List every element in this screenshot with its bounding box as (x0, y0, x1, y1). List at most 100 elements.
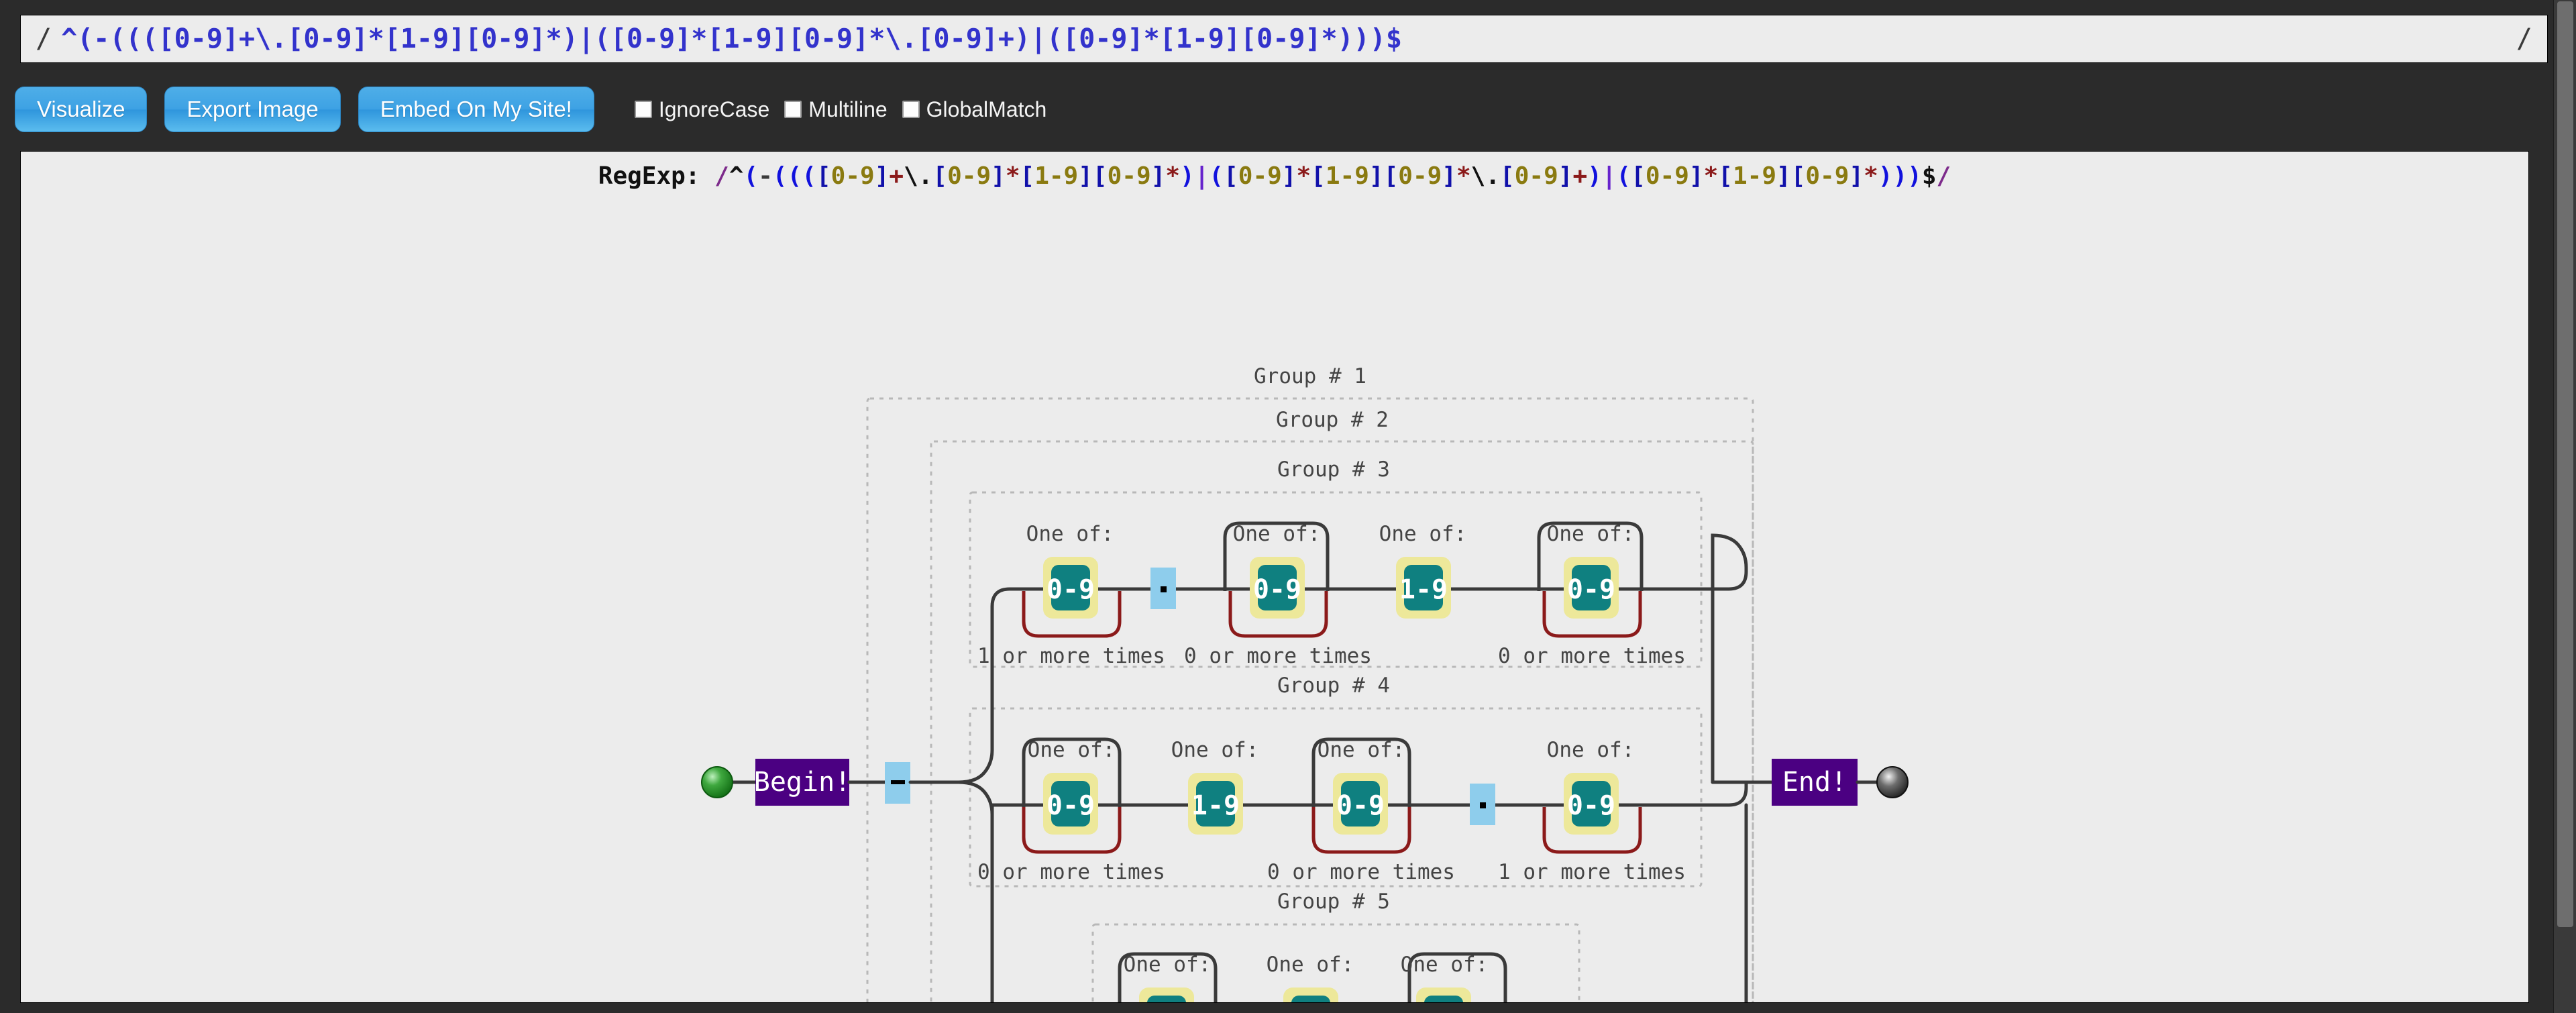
g3-n5-class-inner[interactable] (1572, 565, 1611, 610)
g4-n5-one-of: One of: (1547, 738, 1635, 762)
regexp-token-44: ( (1616, 162, 1631, 190)
g3-n3-loop-arc (1228, 591, 1328, 638)
g4-n3-class-value: 0-9 (1336, 790, 1385, 821)
regexp-token-52: [ (1790, 162, 1806, 190)
regexp-token-51: ] (1776, 162, 1791, 190)
ignorecase-checkbox-wrap[interactable]: IgnoreCase (634, 97, 769, 122)
branch-merge-group3 (1695, 533, 1748, 784)
g4-n3-quantifier: 0 or more times (1267, 860, 1455, 884)
g3-n1-class-value: 0-9 (1046, 574, 1095, 605)
multiline-checkbox-wrap[interactable]: Multiline (784, 97, 888, 122)
g4-n5-quantifier: 1 or more times (1498, 860, 1686, 884)
g3-n1-one-of: One of: (1026, 522, 1114, 546)
regexp-token-41: + (1572, 162, 1588, 190)
regexp-token-46: 0-9 (1645, 162, 1689, 190)
g3-n4-one-of: One of: (1379, 522, 1467, 546)
g4-n2-class-value: 1-9 (1191, 790, 1240, 821)
globalmatch-label: GlobalMatch (926, 97, 1047, 121)
g4-n5-loop-arc (1542, 807, 1642, 854)
globalmatch-checkbox-wrap[interactable]: GlobalMatch (902, 97, 1047, 122)
g3-n1-class-inner[interactable] (1051, 565, 1090, 610)
g4-n3-skip-arc (1311, 737, 1411, 807)
dash-literal-mark (891, 780, 905, 784)
regexp-token-33: [ (1383, 162, 1399, 190)
g4-n3-class-inner[interactable] (1341, 781, 1380, 827)
g4-n1-class-inner[interactable] (1051, 781, 1090, 827)
regex-input[interactable] (52, 19, 2516, 59)
group-2-label: Group # 2 (1276, 408, 1389, 432)
regexp-token-12: [ (932, 162, 948, 190)
g4-n1-class-value: 0-9 (1046, 790, 1095, 821)
group-5-row: One of: 0-9 0 or more times One of: 1-9 … (1118, 952, 1507, 1003)
g5-n2-one-of: One of: (1267, 953, 1354, 977)
g3-n3-one-of: One of: (1233, 522, 1321, 546)
g4-dot-literal-mark (1480, 802, 1486, 808)
regexp-token-13: 0-9 (947, 162, 991, 190)
g3-n5-one-of: One of: (1547, 522, 1635, 546)
end-node (1772, 759, 1858, 806)
group-1-label: Group # 1 (1254, 364, 1366, 388)
g3-n3-class-inner[interactable] (1258, 565, 1297, 610)
vertical-scrollbar[interactable] (2553, 0, 2576, 1013)
multiline-label: Multiline (808, 97, 888, 121)
g3-n5-skip-arc (1537, 521, 1644, 591)
g4-n5-class-inner[interactable] (1572, 781, 1611, 827)
g3-n5-quantifier: 0 or more times (1498, 644, 1686, 668)
g4-n3-loop-arc (1311, 807, 1411, 854)
regexp-token-0: / (714, 162, 729, 190)
regexp-token-20: 0-9 (1107, 162, 1151, 190)
begin-node-label: Begin! (754, 767, 851, 798)
regexp-token-26: [ (1224, 162, 1238, 190)
g4-n1-skip-arc (1022, 737, 1122, 807)
regexp-token-11: \. (904, 162, 933, 190)
regexp-token-47: ] (1688, 162, 1704, 190)
g3-n5-loop-arc (1542, 591, 1642, 638)
regexp-token-43: | (1601, 162, 1617, 190)
g3-n3-class-value: 0-9 (1253, 574, 1301, 605)
regexp-token-30: [ (1311, 162, 1326, 190)
g3-dot-literal-mark (1161, 586, 1167, 592)
g5-n1-class-inner[interactable] (1147, 996, 1186, 1003)
regexp-token-14: ] (991, 162, 1006, 190)
g5-n2-class-inner[interactable] (1291, 996, 1330, 1003)
visualize-button[interactable]: Visualize (15, 87, 148, 132)
begin-node (755, 759, 849, 806)
g5-n3-one-of: One of: (1401, 953, 1489, 977)
vertical-scrollbar-thumb[interactable] (2557, 1, 2573, 927)
panel-scroll-area: RegExp: /^(-((([0-9]+\.[0-9]*[1-9][0-9]*… (21, 152, 2528, 1002)
trailing-delimiter-slash: / (2516, 23, 2532, 54)
g5-n3-class-inner[interactable] (1424, 996, 1463, 1003)
regexp-token-2: ( (743, 162, 759, 190)
regexp-token-54: ] (1849, 162, 1864, 190)
regexp-token-1: ^ (729, 162, 744, 190)
branch-split-to-group5 (990, 803, 994, 1002)
leading-delimiter-slash: / (36, 23, 52, 54)
g4-n1-one-of: One of: (1028, 738, 1116, 762)
regexp-header-label: RegExp: (598, 162, 715, 190)
regexp-token-21: ] (1150, 162, 1166, 190)
g3-n5-class-value: 0-9 (1567, 574, 1615, 605)
g3-n3-skip-arc (1223, 521, 1330, 591)
regex-flags-group: IgnoreCase Multiline GlobalMatch (634, 97, 1047, 122)
regexp-token-34: 0-9 (1398, 162, 1442, 190)
regexp-token-23: ) (1180, 162, 1195, 190)
multiline-checkbox[interactable] (784, 101, 802, 118)
globalmatch-checkbox[interactable] (902, 101, 920, 118)
g4-n2-class-inner[interactable] (1196, 781, 1235, 827)
regexp-token-string: /^(-((([0-9]+\.[0-9]*[1-9][0-9]*)|([0-9]… (714, 162, 1951, 190)
ignorecase-checkbox[interactable] (634, 101, 652, 118)
regexp-token-37: \. (1470, 162, 1501, 190)
regexp-token-36: * (1456, 162, 1471, 190)
regexp-token-22: * (1165, 162, 1181, 190)
g3-n4-class-value: 1-9 (1399, 574, 1448, 605)
regexp-token-8: 0-9 (830, 162, 875, 190)
embed-on-my-site-button[interactable]: Embed On My Site! (358, 87, 594, 132)
branch-merge-group4 (1669, 780, 1748, 807)
regexp-token-16: [ (1020, 162, 1035, 190)
export-image-button[interactable]: Export Image (164, 87, 341, 132)
regexp-token-28: ] (1281, 162, 1297, 190)
regexp-token-39: 0-9 (1514, 162, 1558, 190)
regexp-token-31: 1-9 (1325, 162, 1369, 190)
regexp-token-53: 0-9 (1805, 162, 1849, 190)
g3-n4-class-inner[interactable] (1404, 565, 1443, 610)
